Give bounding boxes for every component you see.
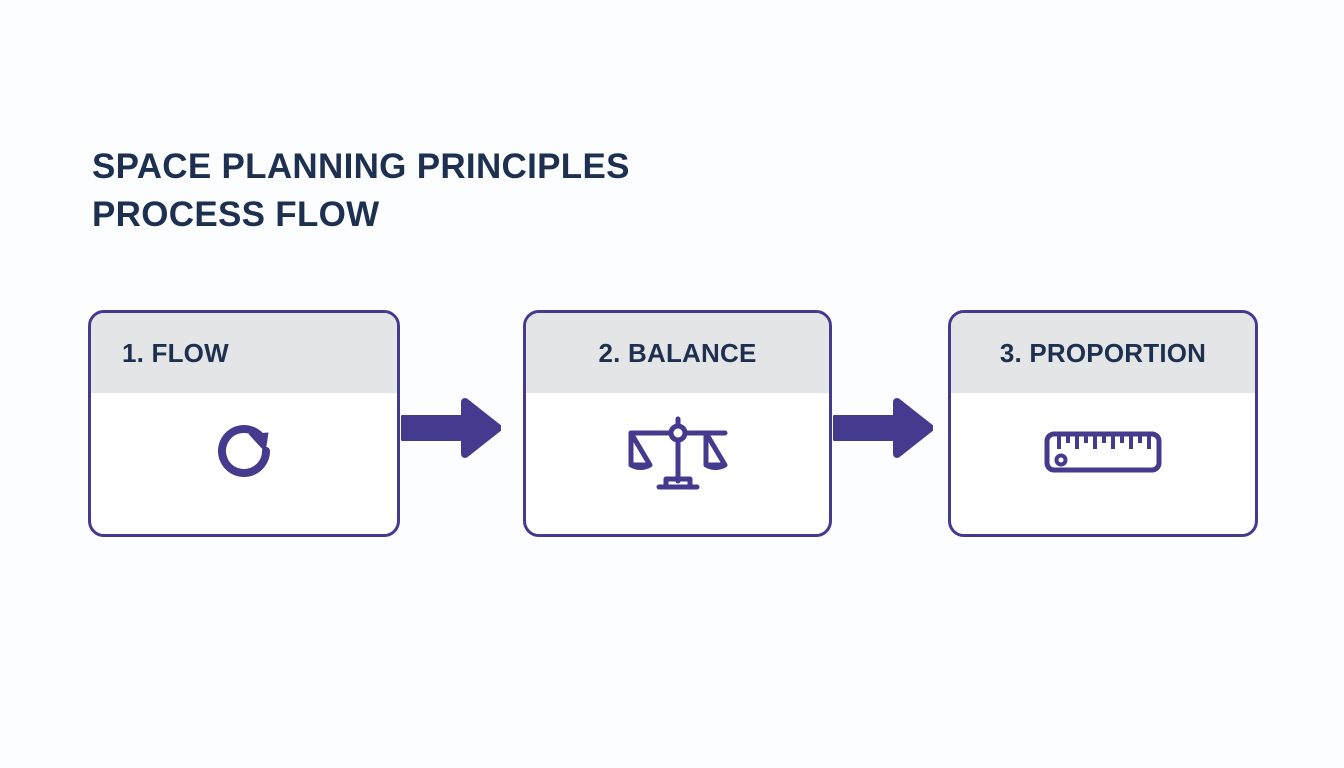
card-header-proportion: 3. PROPORTION [951, 313, 1255, 393]
connector-arrow-2 [831, 397, 934, 464]
refresh-rotate-icon [208, 415, 280, 487]
arrow-right-icon [399, 398, 502, 463]
arrow-right-icon [831, 398, 934, 463]
page-title: SPACE PLANNING PRINCIPLES PROCESS FLOW [92, 143, 852, 239]
card-body-balance [526, 393, 829, 534]
card-title-flow: 1. FLOW [122, 337, 229, 368]
card-title-proportion: 3. PROPORTION [999, 337, 1207, 368]
page-title-line-1: SPACE PLANNING PRINCIPLES [92, 147, 630, 186]
connector-arrow-1 [399, 397, 502, 464]
balance-scale-icon [619, 415, 737, 495]
card-header-balance: 2. BALANCE [526, 313, 829, 393]
process-step-card-balance[interactable]: 2. BALANCE [523, 310, 832, 537]
card-body-proportion [951, 393, 1255, 534]
ruler-icon [1044, 431, 1162, 473]
page-title-line-2: PROCESS FLOW [92, 195, 380, 234]
card-title-balance: 2. BALANCE [598, 337, 757, 368]
card-body-flow [91, 393, 397, 534]
process-step-card-flow[interactable]: 1. FLOW [88, 310, 400, 537]
process-step-card-proportion[interactable]: 3. PROPORTION [948, 310, 1258, 537]
card-header-flow: 1. FLOW [91, 313, 397, 393]
